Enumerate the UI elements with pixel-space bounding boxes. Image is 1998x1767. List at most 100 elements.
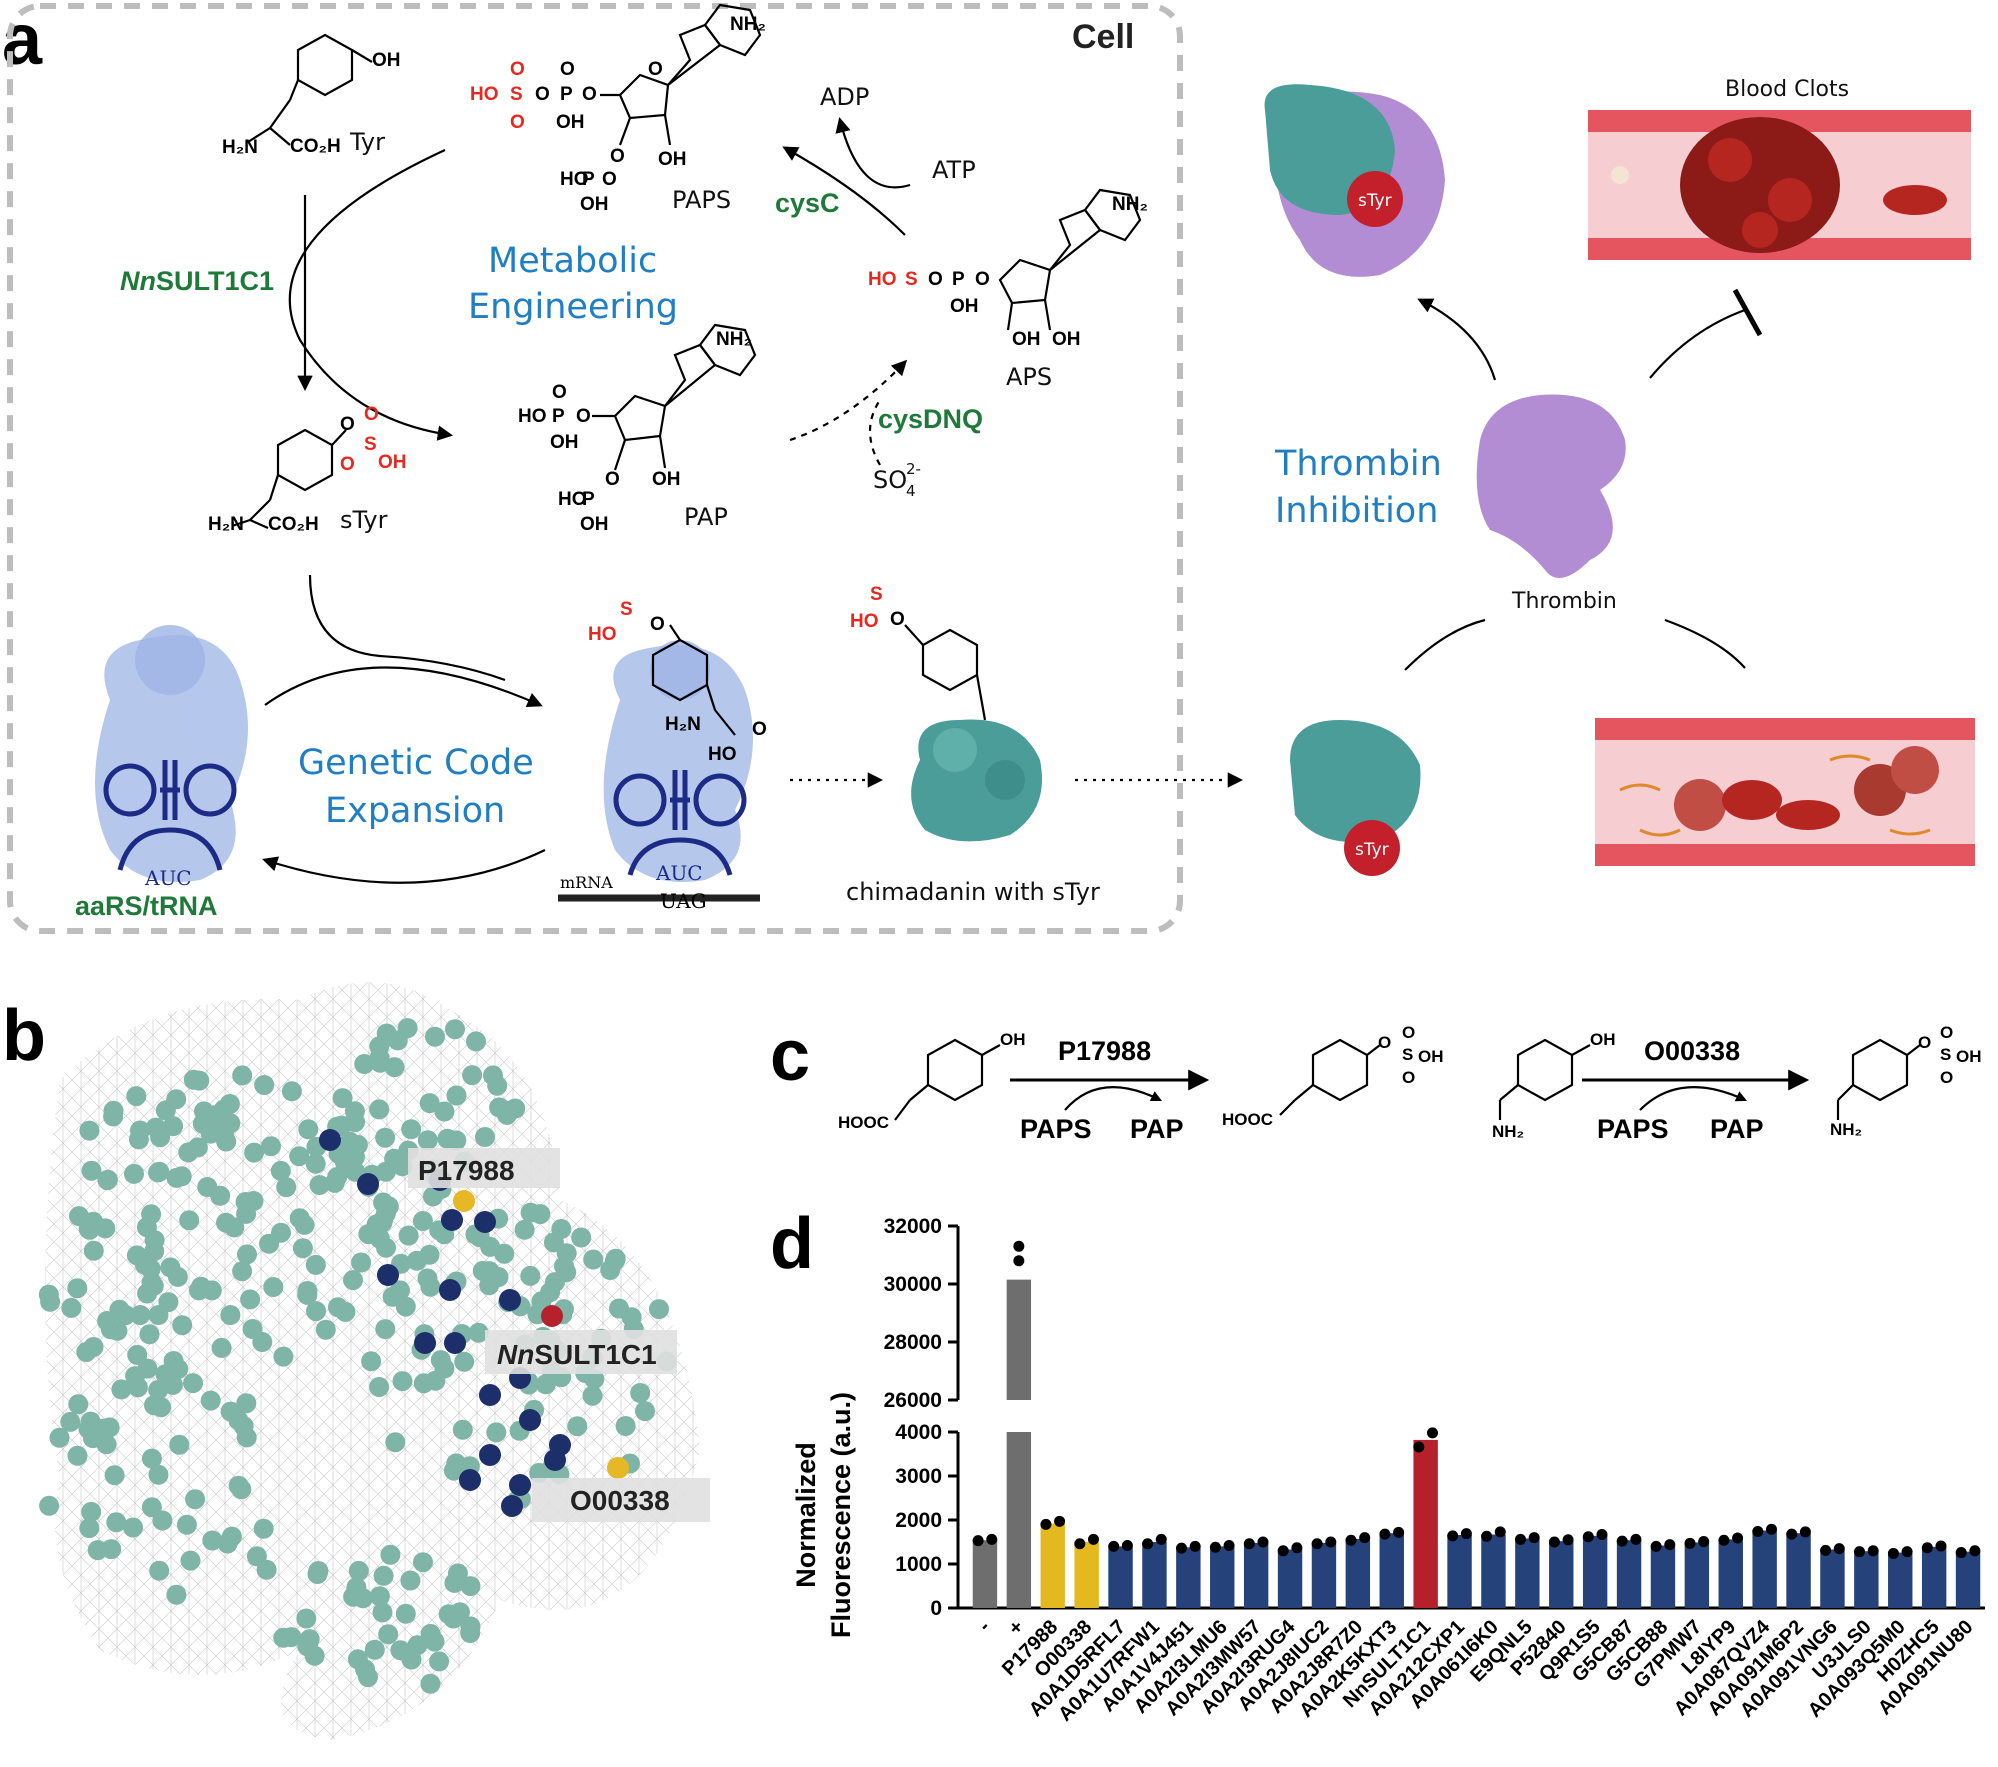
network-node — [369, 1099, 390, 1120]
network-node — [96, 1434, 117, 1455]
pap-3ho: HO — [558, 489, 587, 510]
network-node — [486, 1422, 507, 1443]
chart-points — [972, 1240, 1981, 1559]
network-node — [236, 1427, 257, 1448]
network-node — [582, 1385, 603, 1406]
network-node — [60, 1411, 81, 1432]
network-node — [406, 1250, 427, 1271]
data-point — [1515, 1533, 1527, 1545]
charged-h2n: H₂N — [665, 714, 701, 735]
network-node-p17988 — [453, 1190, 475, 1212]
network-node — [460, 1616, 481, 1637]
paps-so-bottom: O — [510, 112, 525, 133]
data-point — [1969, 1545, 1981, 1557]
data-point — [1189, 1540, 1201, 1552]
thrombin-line1: Thrombin — [1274, 444, 1442, 484]
network-node — [429, 1651, 450, 1672]
network-node-highlight — [319, 1129, 341, 1151]
network-node — [270, 1160, 291, 1181]
data-point — [1562, 1534, 1574, 1546]
network-node — [140, 1258, 161, 1279]
network-node — [130, 1305, 151, 1325]
network-node — [372, 1602, 393, 1623]
blood-clot-vessel — [1588, 110, 1971, 260]
network-node — [236, 1203, 257, 1224]
y-tick-label: 3000 — [895, 1465, 942, 1488]
y-tick-label: 1000 — [895, 1553, 942, 1576]
network-label-nnsult: NnSULT1C1 — [497, 1339, 657, 1370]
network-node — [430, 1350, 451, 1371]
network-node — [148, 1464, 169, 1485]
pap-3p: P — [582, 489, 595, 510]
data-point — [1548, 1536, 1560, 1548]
network-node — [178, 1142, 199, 1163]
data-point — [1325, 1536, 1337, 1548]
network-node — [185, 1489, 206, 1510]
pap-3oh: OH — [580, 514, 609, 535]
network-node — [79, 1120, 100, 1141]
network-node — [211, 1337, 232, 1358]
network-node — [183, 1069, 204, 1090]
network-node — [49, 1427, 70, 1448]
network-node — [237, 1244, 257, 1265]
network-node — [95, 1218, 116, 1239]
network-node — [444, 1572, 465, 1593]
network-node-highlight — [459, 1469, 481, 1491]
network-node — [151, 1397, 172, 1418]
bar — [1108, 1546, 1133, 1608]
bar — [1447, 1534, 1472, 1608]
network-node-highlight — [439, 1279, 461, 1301]
network-node — [420, 1623, 441, 1644]
so4-superscript: 2- — [906, 460, 921, 478]
network-node — [221, 1526, 242, 1547]
network-node — [192, 1113, 213, 1134]
reaction2-product-o-bottom: O — [1940, 1068, 1953, 1087]
network-node — [236, 1393, 257, 1414]
network-node — [232, 1065, 253, 1086]
network-node-highlight — [444, 1332, 466, 1354]
data-point — [1087, 1533, 1099, 1545]
aars-trna-charged: AUC O S HO H₂N O HO — [588, 599, 767, 885]
network-node — [256, 1559, 277, 1580]
network-node — [454, 1351, 475, 1372]
data-point — [972, 1535, 984, 1547]
network-node-highlight — [519, 1409, 541, 1431]
data-point — [1155, 1533, 1167, 1545]
data-point — [1013, 1240, 1025, 1252]
network-node — [219, 1094, 240, 1114]
data-point — [1359, 1532, 1371, 1544]
paps-o1: O — [535, 84, 550, 105]
network-node — [571, 1227, 592, 1248]
network-node — [348, 1560, 369, 1581]
network-node — [78, 1418, 99, 1439]
panel-a: a Cell OH H₂N CO₂H Tyr HO S O O O P O OH… — [2, 0, 1975, 934]
network-node — [150, 1127, 171, 1148]
y-axis-title-line1: Normalized — [791, 1442, 821, 1588]
y-tick-label: 26000 — [884, 1389, 942, 1412]
data-point — [1108, 1540, 1120, 1552]
network-node — [369, 1377, 390, 1397]
aps-s: S — [905, 269, 918, 290]
reaction1-product-oh: OH — [1418, 1047, 1444, 1066]
network-node — [307, 1564, 328, 1584]
bar — [1210, 1546, 1235, 1608]
network-node — [298, 1119, 319, 1140]
thrombin-label: Thrombin — [1511, 589, 1617, 614]
network-node — [158, 1292, 179, 1313]
network-node — [615, 1416, 636, 1436]
network-node — [378, 1624, 399, 1645]
network-node — [384, 1057, 405, 1078]
network-node — [99, 1417, 120, 1438]
data-point — [1684, 1537, 1696, 1549]
network-node — [395, 1296, 416, 1317]
aars-label: aaRS/tRNA — [75, 891, 218, 921]
network-node — [160, 1257, 181, 1278]
network-node — [78, 1218, 99, 1239]
network-node — [166, 1584, 187, 1605]
normal-flow-vessel — [1595, 718, 1975, 866]
network-node — [390, 1640, 411, 1661]
data-point — [1345, 1534, 1357, 1546]
network-node — [332, 1088, 353, 1109]
network-node — [169, 1434, 190, 1455]
network-node-nnsult — [541, 1305, 563, 1327]
